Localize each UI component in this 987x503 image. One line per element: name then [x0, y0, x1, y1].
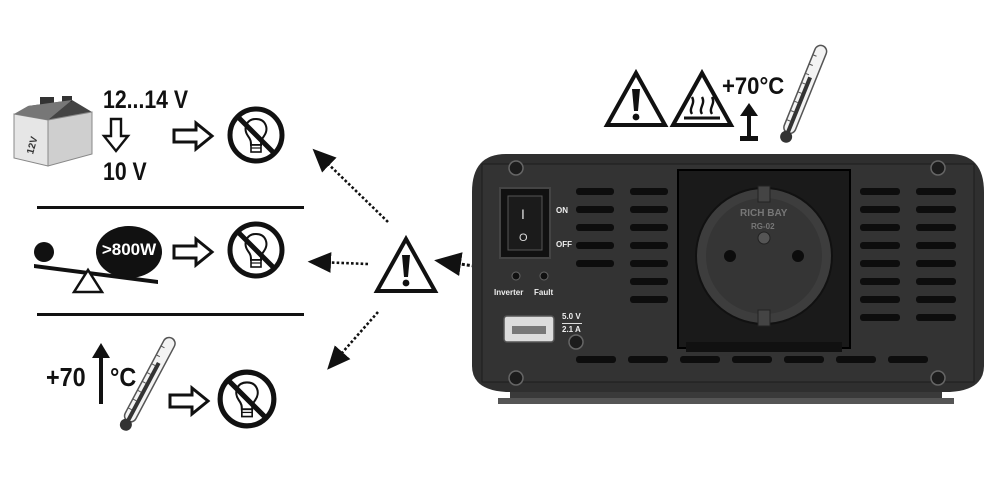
unit-label: °C [110, 362, 137, 392]
switch-o-label[interactable]: O [519, 232, 528, 244]
divider-line [37, 313, 304, 316]
thermometer-icon [119, 336, 176, 431]
power-label: >800W [101, 240, 157, 259]
power-badge [96, 226, 162, 278]
dotted-arrow-down [327, 311, 379, 370]
temp-label: +70 [46, 362, 86, 392]
usb-divider [562, 323, 582, 324]
hollow-arrow-right-icon [172, 235, 215, 269]
battery-icon [13, 96, 93, 167]
led-inverter-label: Inverter [494, 288, 524, 297]
hollow-arrow-right-icon [172, 119, 215, 153]
inverter-device: I O ON OFF Inverter Fault 5.0 V 2.1 A RI… [468, 152, 987, 412]
usb-voltage-label: 5.0 V [562, 312, 581, 321]
hollow-arrow-right-icon [168, 384, 211, 418]
ac-socket[interactable] [696, 188, 832, 324]
socket-brand-label: RICH BAY [740, 208, 788, 219]
switch-i-label[interactable]: I [521, 206, 525, 222]
arrow-up-icon [740, 103, 758, 141]
no-lightbulb-icon [227, 221, 285, 279]
led-fault-label: Fault [534, 288, 554, 297]
seesaw-icon [34, 242, 158, 294]
dotted-arrow-left [307, 252, 369, 273]
warning-triangle-icon [603, 68, 669, 127]
usb-port[interactable] [504, 316, 554, 342]
warning-triangle-icon [373, 234, 439, 293]
voltage-high-label: 12...14 V [103, 86, 189, 114]
dotted-arrow-up [312, 148, 389, 223]
usb-current-label: 2.1 A [562, 325, 581, 334]
arrow-down-icon [101, 117, 131, 153]
divider-line [37, 206, 304, 209]
voltage-low-label: 10 V [103, 158, 147, 186]
arrow-up-icon [92, 343, 110, 404]
thermometer-icon [780, 44, 828, 143]
top-temp-label: +70°C [722, 73, 785, 100]
hot-surface-icon [669, 68, 735, 127]
switch-off-label: OFF [556, 240, 572, 249]
socket-model-label: RG-02 [751, 222, 775, 231]
power-switch[interactable] [500, 188, 550, 258]
switch-on-label: ON [556, 206, 568, 215]
no-lightbulb-icon [227, 106, 285, 164]
no-lightbulb-icon [217, 369, 277, 429]
